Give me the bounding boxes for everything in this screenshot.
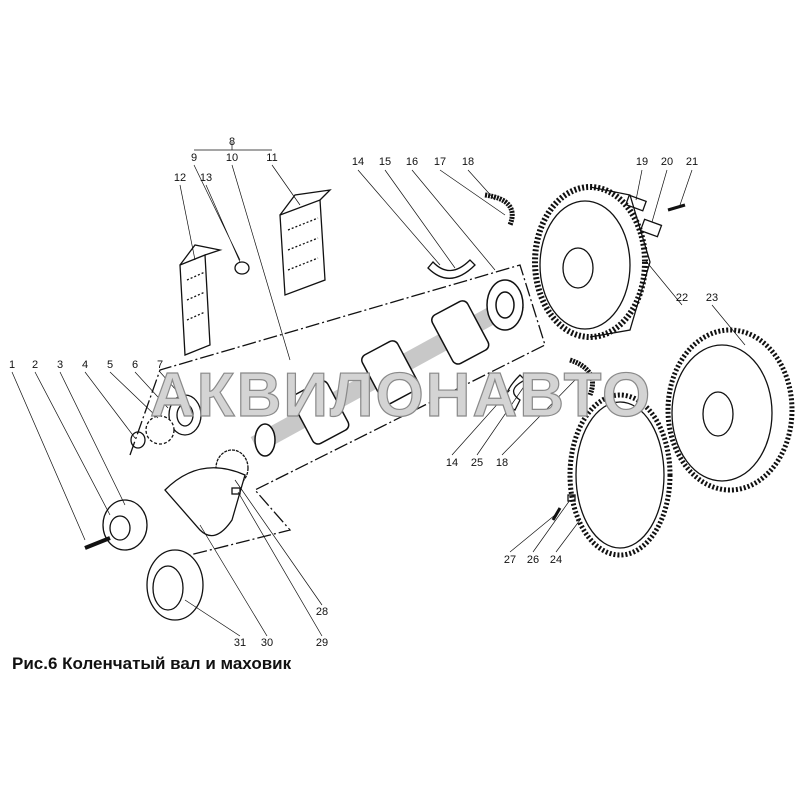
part-27-bolt <box>551 507 562 521</box>
callout-label: 30 <box>260 637 274 649</box>
part-3-pulley <box>102 499 148 551</box>
callout-label: 24 <box>549 554 563 566</box>
assembly-frame <box>129 264 546 561</box>
callout-label: 31 <box>233 637 247 649</box>
part-19-plate <box>624 194 648 212</box>
watermark: АКВИЛОНАВТО <box>149 360 653 430</box>
part-17-thrust <box>484 192 515 226</box>
callout-label: 9 <box>190 152 198 164</box>
callout-label: 20 <box>660 156 674 168</box>
callout-label: 12 <box>173 172 187 184</box>
callout-label: 8 <box>228 136 236 148</box>
part-26-washer <box>567 494 576 502</box>
callout-label: 5 <box>106 359 114 371</box>
callout-label: 14 <box>351 156 365 168</box>
bearing-box-12 <box>179 244 223 356</box>
callout-label: 1 <box>8 359 16 371</box>
callout-label: 19 <box>635 156 649 168</box>
part-20-plate <box>639 218 663 238</box>
part-5-washer <box>130 431 146 449</box>
crankshaft <box>250 279 525 457</box>
callout-label: 14 <box>445 457 459 469</box>
part-29-key <box>231 487 241 495</box>
part-7-seal <box>168 394 202 436</box>
callout-label: 29 <box>315 637 329 649</box>
part-1-bolt <box>84 536 111 550</box>
part-21-bolt <box>667 203 686 212</box>
bearing-box-11 <box>279 189 332 296</box>
part-18-thrust <box>569 357 595 396</box>
callout-label: 22 <box>675 292 689 304</box>
part-31-pulley <box>146 549 204 621</box>
callout-label: 28 <box>315 606 329 618</box>
flywheel-23 <box>665 327 795 493</box>
callout-label: 15 <box>378 156 392 168</box>
callout-label: 11 <box>266 152 278 164</box>
callout-label: 10 <box>225 152 239 164</box>
callout-label: 16 <box>405 156 419 168</box>
callout-label: 6 <box>131 359 139 371</box>
part-30-counterweight <box>164 467 246 537</box>
callout-label: 25 <box>470 457 484 469</box>
callout-label: 2 <box>31 359 39 371</box>
callout-label: 17 <box>433 156 447 168</box>
figure-caption: Рис.6 Коленчатый вал и маховик <box>12 654 292 673</box>
callout-label: 13 <box>199 172 213 184</box>
flywheel-22 <box>532 184 651 340</box>
callout-label: 23 <box>705 292 719 304</box>
part-13-nut <box>234 261 250 275</box>
callout-label: 3 <box>56 359 64 371</box>
callout-label: 18 <box>495 457 509 469</box>
callout-label: 7 <box>156 359 164 371</box>
callout-label: 18 <box>461 156 475 168</box>
callout-label: 27 <box>503 554 517 566</box>
part-15-bearing <box>427 259 476 279</box>
ring-gear-24 <box>567 392 673 558</box>
part-6-washer <box>145 415 175 445</box>
callout-label: 4 <box>81 359 89 371</box>
callout-label: 21 <box>685 156 699 168</box>
leader-lines <box>11 142 746 637</box>
callout-label: 26 <box>526 554 540 566</box>
part-25-bearing <box>505 374 527 411</box>
